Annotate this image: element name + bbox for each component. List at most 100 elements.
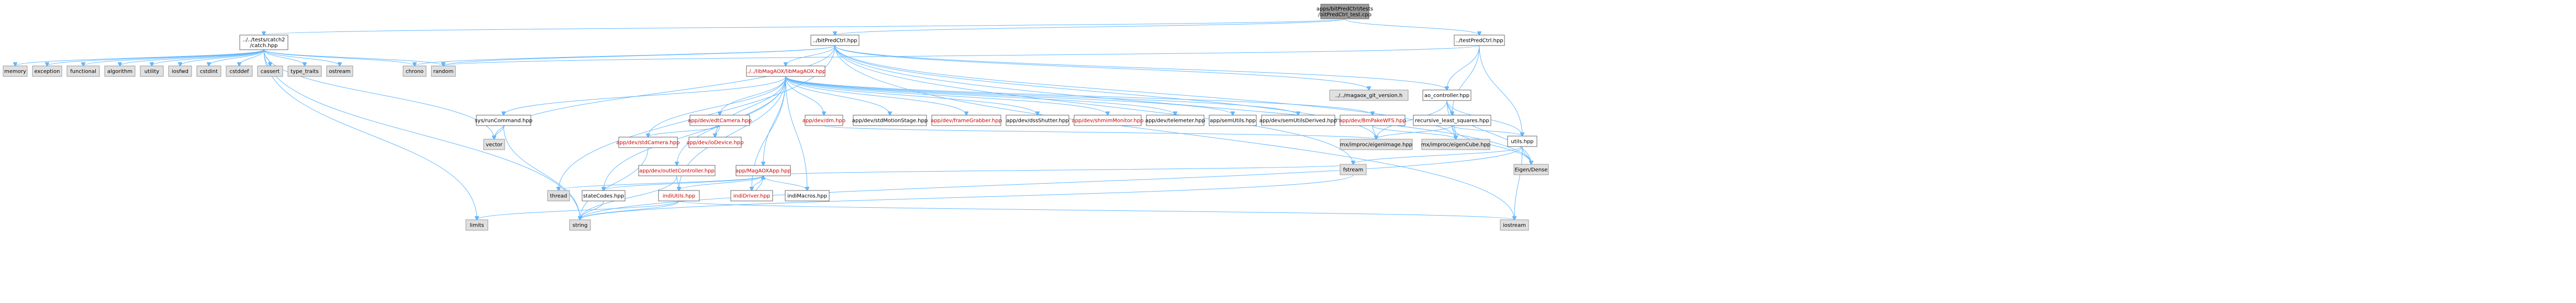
- node-label: limits: [470, 223, 484, 229]
- edge-magaoxapp-to-statecodes: [604, 175, 764, 190]
- node-cassert[interactable]: cassert: [257, 65, 283, 77]
- edge-root-to-catch2: [264, 18, 1345, 35]
- node-statecodes[interactable]: stateCodes.hpp: [582, 190, 626, 201]
- node-indimacros[interactable]: indiMacros.hpp: [785, 190, 830, 201]
- edge-magaoxapp_main-to-devbmpakewfs: [785, 76, 1373, 115]
- node-box: [1209, 115, 1257, 126]
- node-mximeigenimage[interactable]: mx/improc/eigenImage.hpp: [1340, 139, 1413, 150]
- edge-catch2-to-chrono: [263, 49, 415, 66]
- edge-recursive_ls-to-eigendense: [1452, 125, 1531, 164]
- node-ao_controller[interactable]: ao_controller.hpp: [1422, 89, 1471, 101]
- edge-magaoxapp_main-to-indimacros: [785, 76, 807, 190]
- edge-catch2-to-cstddef: [239, 49, 264, 66]
- node-utility[interactable]: utility: [140, 65, 164, 77]
- node-label: random: [433, 69, 454, 75]
- node-eigendense[interactable]: Eigen/Dense: [1513, 164, 1549, 175]
- node-box: [1454, 35, 1505, 46]
- node-devdm[interactable]: app/dev/dm.hpp: [802, 115, 845, 126]
- edge-devbmpakewfs-to-mximeigencube: [1372, 125, 1456, 139]
- node-box: [226, 65, 253, 77]
- node-devframegrabber[interactable]: app/dev/frameGrabber.hpp: [931, 115, 1002, 126]
- node-box: [104, 65, 136, 77]
- node-box: [569, 219, 591, 231]
- node-label: /catch.hpp: [250, 43, 278, 49]
- node-magaox_git_version[interactable]: ../../magaox_git_version.h: [1329, 89, 1409, 101]
- node-functional[interactable]: functional: [66, 65, 100, 77]
- edge-devedtcamera-to-devioDevice: [715, 125, 720, 137]
- node-vector[interactable]: vector: [483, 139, 505, 150]
- node-algorithm[interactable]: algorithm: [104, 65, 136, 77]
- node-label: app/MagAOXApp.hpp: [735, 169, 791, 174]
- node-label: ao_controller.hpp: [1424, 93, 1469, 99]
- node-magaoxapp_main[interactable]: ../../libMagAOX/libMagAOX.hpp: [746, 65, 826, 77]
- node-sysruncommand[interactable]: sys/runCommand.hpp: [475, 115, 532, 126]
- node-label: algorithm: [107, 69, 132, 75]
- edge-devbmpakewfs-to-mximeigenimage: [1372, 125, 1376, 139]
- node-box: [1422, 89, 1471, 101]
- node-devedtcamera[interactable]: app/dev/edtCamera.hpp: [688, 115, 752, 126]
- node-label: cstdint: [200, 69, 218, 75]
- node-utils[interactable]: utils.hpp: [1507, 136, 1537, 147]
- node-label: stateCodes.hpp: [583, 194, 624, 199]
- node-cstdint[interactable]: cstdint: [196, 65, 221, 77]
- edge-magaoxapp_main-to-devstdcamera: [648, 76, 786, 137]
- node-label: ../bitPredCtrl.hpp: [812, 38, 857, 44]
- node-devioDevice[interactable]: app/dev/ioDevice.hpp: [686, 137, 744, 148]
- node-catch2[interactable]: ../../tests/catch2/catch.hpp: [239, 35, 288, 50]
- node-ostream[interactable]: ostream: [326, 65, 353, 77]
- edge-indiutils-to-string: [580, 200, 679, 220]
- node-outletcontroller[interactable]: app/dev/outletController.hpp: [638, 165, 716, 176]
- node-label: utility: [144, 69, 160, 75]
- node-string[interactable]: string: [569, 219, 591, 231]
- edge-devedtcamera-to-devstdcamera: [648, 125, 720, 137]
- node-label: utils.hpp: [1511, 139, 1533, 145]
- node-cstddef[interactable]: cstddef: [226, 65, 253, 77]
- edge-catch2-to-exception: [47, 49, 264, 66]
- node-exception[interactable]: exception: [32, 65, 62, 77]
- node-devstdcamera[interactable]: app/dev/stdCamera.hpp: [617, 137, 680, 148]
- node-indiutils[interactable]: indiUtils.hpp: [658, 190, 700, 201]
- node-chrono[interactable]: chrono: [403, 65, 427, 77]
- node-devsemutilsderived[interactable]: app/dev/semUtilsDerived.hpp: [1259, 115, 1337, 126]
- edge-catch2-to-vector: [263, 49, 494, 139]
- edge-magaoxapp_main-to-statecodes: [604, 76, 786, 190]
- node-box: [66, 65, 100, 77]
- node-label: mx/improc/eigenImage.hpp: [1340, 142, 1412, 148]
- node-limits[interactable]: limits: [465, 219, 488, 231]
- node-devtelemeter[interactable]: app/dev/telemeter.hpp: [1145, 115, 1205, 126]
- node-random[interactable]: random: [431, 65, 456, 77]
- edge-catch2-to-iosfwd: [180, 49, 264, 66]
- node-mximeigencube[interactable]: mx/improc/eigenCube.hpp: [1421, 139, 1491, 150]
- edge-outletcontroller-to-string: [580, 175, 677, 220]
- node-devshutter[interactable]: app/dev/dssShutter.hpp: [1006, 115, 1069, 126]
- node-testpredctrl[interactable]: ../testPredCtrl.hpp: [1454, 35, 1505, 46]
- node-box: [658, 190, 700, 201]
- node-box: [689, 115, 750, 126]
- node-iostream[interactable]: iostream: [1500, 219, 1529, 231]
- node-type_traits[interactable]: type_traits: [287, 65, 322, 77]
- node-recursive_ls[interactable]: recursive_least_squares.hpp: [1413, 115, 1491, 126]
- node-magaoxapp[interactable]: app/MagAOXApp.hpp: [735, 165, 791, 176]
- node-devstdmotionstage[interactable]: app/dev/stdMotionStage.hpp: [852, 115, 928, 126]
- edge-testpredctrl-to-utils: [1479, 45, 1522, 136]
- node-devshmimmonitor[interactable]: app/dev/shmimMonitor.hpp: [1072, 115, 1144, 126]
- node-box: [3, 65, 28, 77]
- node-semutils[interactable]: app/semUtils.hpp: [1209, 115, 1257, 126]
- node-label: vector: [486, 142, 503, 148]
- node-box: [196, 65, 221, 77]
- node-fstream[interactable]: fstream: [1340, 164, 1367, 175]
- node-iosfwd[interactable]: iosfwd: [168, 65, 192, 77]
- node-box: [1320, 4, 1369, 19]
- node-box: [1513, 164, 1549, 175]
- edge-sysruncommand-to-string: [503, 125, 580, 220]
- edge-magaoxapp_main-to-devsemutilsderived: [785, 76, 1298, 115]
- edge-utils-to-fstream: [1353, 146, 1523, 164]
- node-thread[interactable]: thread: [547, 190, 570, 201]
- node-box: [431, 65, 456, 77]
- node-bitpredctrl[interactable]: ../bitPredCtrl.hpp: [810, 35, 860, 46]
- node-indidriver[interactable]: indiDriver.hpp: [730, 190, 773, 201]
- node-devbmpakewfs[interactable]: app/dev/BmPakeWFS.hpp: [1339, 115, 1406, 126]
- node-memory[interactable]: memory: [3, 65, 28, 77]
- edge-catch2-to-functional: [83, 49, 264, 66]
